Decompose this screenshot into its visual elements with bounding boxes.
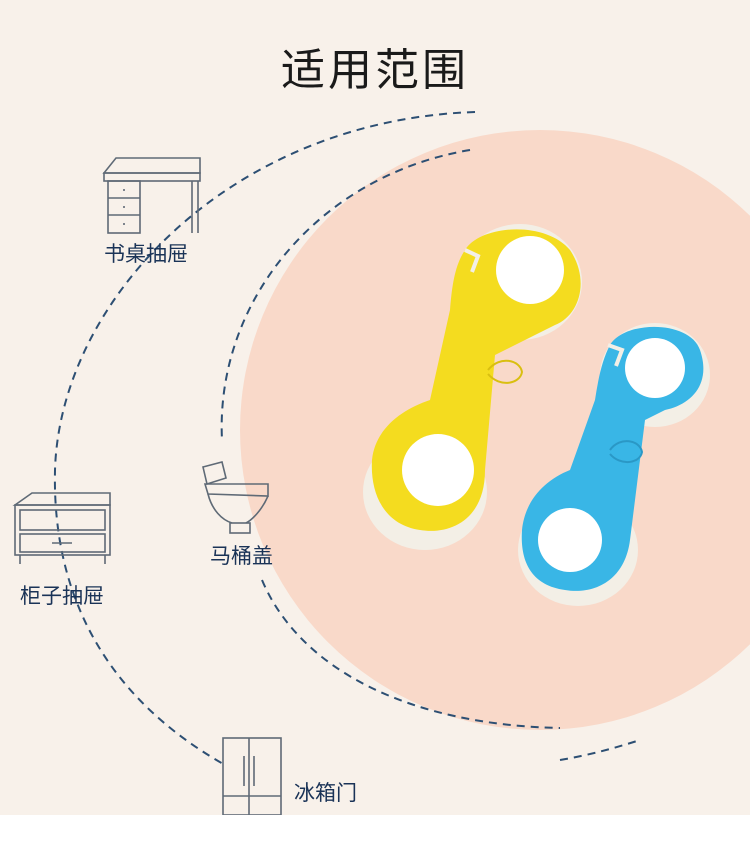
scenario-label-fridge: 冰箱门 — [294, 781, 357, 805]
yellow-lock-product — [363, 224, 582, 550]
inner-dashed-arc — [220, 149, 471, 441]
lower-dashed-arc — [261, 579, 561, 729]
toilet-icon — [202, 461, 269, 534]
outer-dashed-arc — [53, 111, 476, 766]
accent-circle — [240, 130, 750, 730]
scenario-label-toilet: 马桶盖 — [210, 544, 273, 568]
scenario-label-desk: 书桌抽屉 — [104, 242, 188, 266]
desk-icon — [102, 157, 201, 234]
cabinet-icon — [12, 492, 111, 564]
stage: 适用范围 书桌抽屉 马桶盖 柜子抽屉 冰箱门 — [0, 0, 750, 815]
page-title: 适用范围 — [281, 45, 469, 96]
blue-lock-product — [518, 323, 710, 606]
fridge-icon — [222, 737, 282, 815]
scene — [12, 111, 750, 815]
bottom-dashed-arc — [559, 739, 641, 761]
scenario-label-cabinet: 柜子抽屉 — [20, 584, 104, 608]
